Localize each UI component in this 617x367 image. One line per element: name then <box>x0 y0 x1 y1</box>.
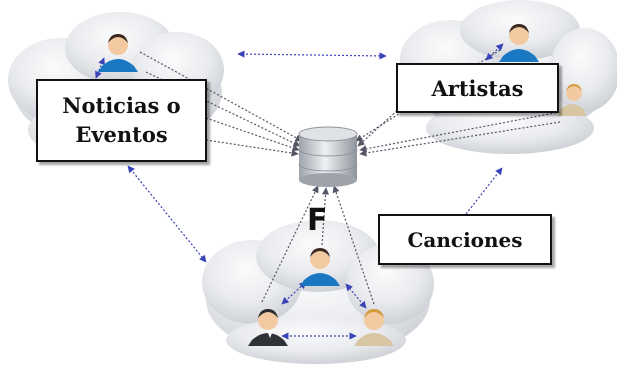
connector-topleft-1 <box>139 51 303 142</box>
label-noticias-line2: Eventos <box>75 121 168 147</box>
person-icon <box>248 309 288 346</box>
cloud-links <box>95 43 504 340</box>
link-topleft-bottom <box>127 165 207 263</box>
connector-topright-3 <box>359 111 561 153</box>
link-topleft-user <box>95 57 105 79</box>
person-icon <box>499 24 539 62</box>
label-noticias-eventos: Noticias o Eventos <box>36 79 207 162</box>
label-f: F <box>307 203 328 238</box>
connector-bottom-1 <box>261 185 319 303</box>
connector-bottom-2 <box>321 187 330 246</box>
connector-topleft-3 <box>205 117 300 152</box>
person-icon <box>300 248 340 286</box>
connector-topright-2 <box>357 107 401 147</box>
connector-bottom-3 <box>332 185 375 305</box>
link-topleft-topright <box>237 50 387 60</box>
person-icon <box>98 34 138 72</box>
link-canciones-topright <box>465 167 503 215</box>
link-bottom-user-left-top <box>281 281 307 305</box>
connectors-to-database <box>139 49 561 305</box>
connector-topright-4 <box>359 121 561 157</box>
label-noticias-line1: Noticias o <box>62 93 181 119</box>
connector-topleft-4 <box>205 139 299 157</box>
label-artistas: Artistas <box>396 63 559 113</box>
database-icon <box>298 126 358 187</box>
link-bottom-user-right-top <box>345 283 367 309</box>
person-icon <box>558 84 586 116</box>
label-canciones: Canciones <box>378 214 552 265</box>
person-icon <box>354 309 394 346</box>
